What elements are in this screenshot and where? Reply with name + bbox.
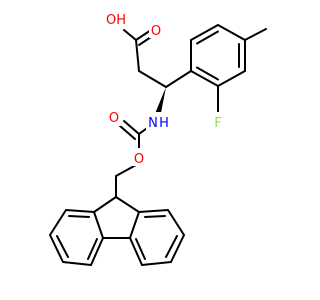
- bond-lb-5: [90, 237, 104, 266]
- bond-lb-1: [65, 209, 95, 213]
- bond-lb-4: [62, 261, 92, 266]
- chemical-structure-diagram: OH O N H O O F: [49, 10, 267, 266]
- atom-layer: OH O N H O O F: [105, 10, 225, 167]
- bond-rb-inner-2: [165, 235, 178, 258]
- bond-lb-inner-2: [56, 235, 69, 258]
- bond-aryl-2-3: [190, 24, 219, 41]
- atom-label-fluorine: F: [214, 116, 221, 131]
- bond-lb-inner-3: [87, 238, 98, 260]
- bond-aryl-inner-3: [196, 66, 219, 81]
- bond-aryl-methyl: [244, 28, 267, 41]
- atom-bg-amine: [146, 112, 170, 132]
- bond-aryl-6-1: [190, 70, 219, 87]
- atom-bg-fluorine: [211, 112, 225, 130]
- bond-ester-o-ch2: [115, 164, 137, 177]
- bond-c-o-double-1: [135, 29, 152, 41]
- bond-rb-4: [141, 261, 172, 266]
- bond-rb-2: [167, 209, 185, 236]
- atom-label-n: N: [148, 116, 158, 131]
- bond-carbonyl-o-double-1: [123, 120, 140, 135]
- bond-aryl-3-4: [217, 24, 246, 41]
- stereo-wedge-bond: [154, 87, 166, 118]
- bond-aryl-inner-1: [196, 30, 219, 45]
- bond-ch2-chiral: [138, 70, 167, 88]
- atom-bg-oh: [105, 10, 127, 28]
- bond-rb-3: [170, 234, 185, 263]
- atom-bg-carboxyl-o: [149, 20, 163, 38]
- bond-rb-1: [138, 209, 169, 213]
- atom-bg-carbamate-o: [107, 108, 121, 126]
- bond-aryl-5-6: [217, 70, 246, 87]
- bond-layer: [49, 24, 267, 266]
- bond-c-oh: [123, 29, 137, 41]
- atom-label-carbamate-o: O: [109, 111, 119, 126]
- bond-c8a-c4a: [93, 211, 104, 239]
- bond-chiral-aryl: [165, 70, 192, 88]
- atom-label-oh: OH: [106, 13, 126, 28]
- atom-label-ester-o: O: [134, 152, 144, 167]
- bond-rb-5: [129, 237, 143, 266]
- bond-lb-inner-1: [68, 215, 90, 218]
- bond-carbonyl-o-double-2: [119, 125, 136, 140]
- bond-lb-2: [49, 209, 67, 236]
- bond-cooh-ch2: [135, 39, 140, 72]
- atom-label-carboxyl-o: O: [151, 24, 161, 39]
- atom-label-nh: H: [159, 116, 169, 131]
- atom-bg-ester-o: [132, 148, 146, 166]
- bond-rb-inner-1: [144, 215, 166, 218]
- bond-lb-3: [49, 234, 64, 263]
- bond-c9-c9a: [115, 196, 140, 213]
- bond-c9a-c4b: [129, 211, 140, 239]
- bond-c9-c8a: [93, 196, 117, 213]
- bond-rb-inner-3: [135, 238, 146, 260]
